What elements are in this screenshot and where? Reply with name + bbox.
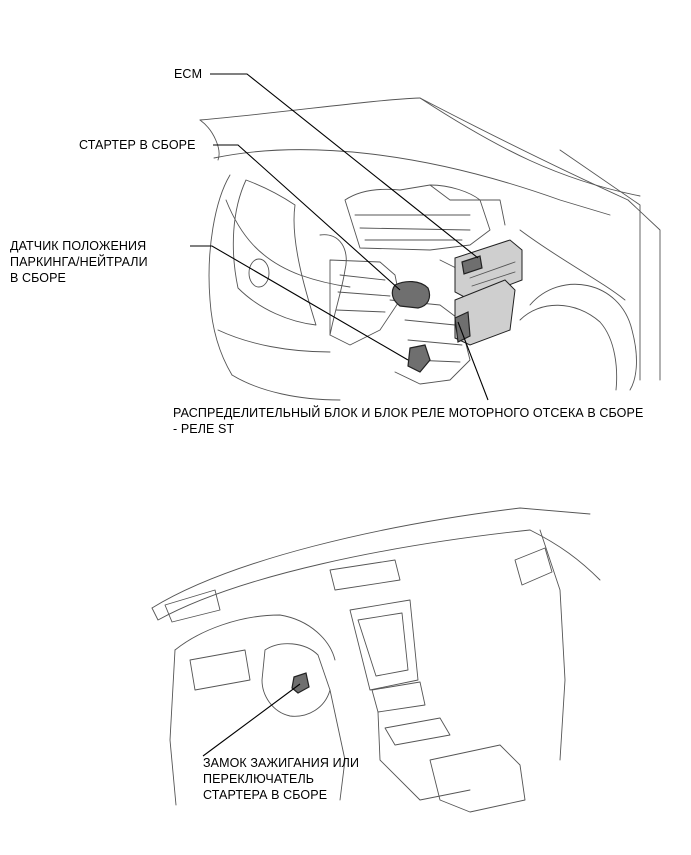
label-park-neutral-sensor: ДАТЧИК ПОЛОЖЕНИЯ ПАРКИНГА/НЕЙТРАЛИ В СБО… xyxy=(10,238,148,286)
leader-line-ignition-switch xyxy=(202,683,301,757)
dashboard-illustration xyxy=(151,507,601,813)
label-park-neutral-line1: ДАТЧИК ПОЛОЖЕНИЯ xyxy=(10,239,147,253)
leader-line-ecm xyxy=(210,73,479,259)
dash-leader-lines xyxy=(202,683,301,757)
label-ignition-line3: СТАРТЕРА В СБОРЕ xyxy=(203,788,328,802)
label-starter: СТАРТЕР В СБОРЕ xyxy=(79,138,196,152)
leader-line-starter xyxy=(213,144,401,291)
label-relay-block-line1: РАСПРЕДЕЛИТЕЛЬНЫЙ БЛОК И БЛОК РЕЛЕ МОТОР… xyxy=(173,406,644,420)
engine-leader-lines xyxy=(190,73,489,401)
label-park-neutral-line2: ПАРКИНГА/НЕЙТРАЛИ xyxy=(10,255,148,269)
label-relay-block: РАСПРЕДЕЛИТЕЛЬНЫЙ БЛОК И БЛОК РЕЛЕ МОТОР… xyxy=(173,405,643,437)
label-ecm: ECM xyxy=(174,67,203,81)
label-ignition-line2: ПЕРЕКЛЮЧАТЕЛЬ xyxy=(203,772,315,786)
label-relay-block-line2: - РЕЛЕ ST xyxy=(173,422,235,436)
label-park-neutral-line3: В СБОРЕ xyxy=(10,271,66,285)
engine-compartment-illustration xyxy=(199,97,661,401)
label-ignition-switch: ЗАМОК ЗАЖИГАНИЯ ИЛИ ПЕРЕКЛЮЧАТЕЛЬ СТАРТЕ… xyxy=(203,755,359,803)
label-ignition-line1: ЗАМОК ЗАЖИГАНИЯ ИЛИ xyxy=(203,756,360,770)
leader-line-relay-block xyxy=(457,321,489,401)
leader-line-park-neutral xyxy=(190,245,409,361)
